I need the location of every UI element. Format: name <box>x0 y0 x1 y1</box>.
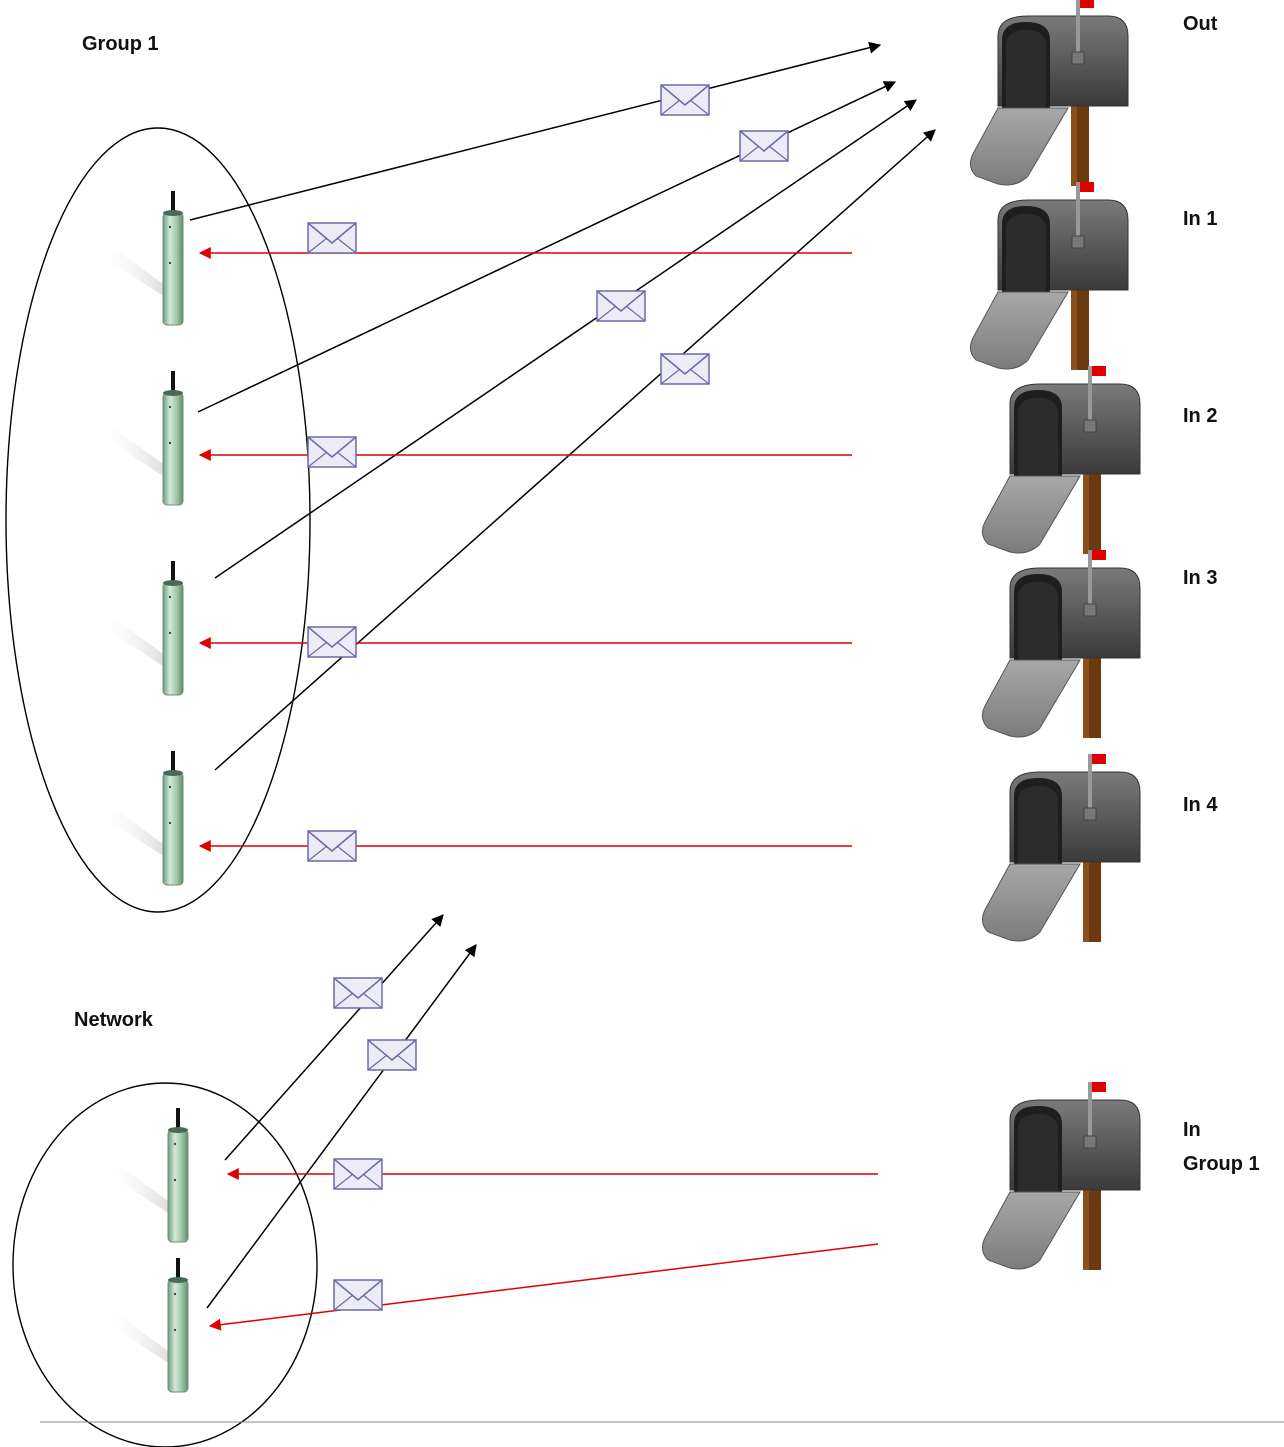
mailbox-in-group1-label-line1: In <box>1183 1119 1201 1141</box>
sensor-node-icon <box>96 370 184 506</box>
outgoing-arrow-2 <box>197 81 897 413</box>
mailbox-in3-label: In 3 <box>1183 567 1217 589</box>
sensor-node-icon <box>96 750 184 886</box>
envelope-icon <box>307 436 357 468</box>
sensor-node-icon <box>101 1107 189 1243</box>
envelope-icon <box>333 977 383 1009</box>
envelope-icon <box>307 830 357 862</box>
sensor-node-icon <box>96 190 184 326</box>
network-outgoing-arrow-1 <box>224 914 444 1161</box>
outgoing-arrow-4 <box>214 129 936 771</box>
mailbox-icon <box>981 549 1141 739</box>
envelope-icon <box>660 84 710 116</box>
mailbox-in-group1-label-line2: Group 1 <box>1183 1153 1260 1175</box>
mailbox-icon <box>981 1081 1141 1271</box>
mailbox-in1-label: In 1 <box>1183 208 1217 230</box>
mailbox-icon <box>981 753 1141 943</box>
network-label: Network <box>74 1009 154 1031</box>
mailbox-icon <box>969 0 1129 187</box>
outgoing-arrow-3 <box>214 99 917 579</box>
outgoing-arrow-1 <box>189 41 882 221</box>
envelope-icon <box>333 1279 383 1311</box>
sensor-node-icon <box>101 1257 189 1393</box>
mailbox-icon <box>981 365 1141 555</box>
mailbox-out-label: Out <box>1183 13 1218 35</box>
mailbox-in2-label: In 2 <box>1183 405 1217 427</box>
envelope-icon <box>367 1039 417 1071</box>
envelope-icon <box>307 626 357 658</box>
mailbox-in4-label: In 4 <box>1183 794 1218 816</box>
envelope-icon <box>660 353 710 385</box>
sensor-node-icon <box>96 560 184 696</box>
network-outline <box>12 1082 318 1447</box>
network-incoming-arrow-2 <box>208 1243 879 1331</box>
group1-label: Group 1 <box>82 33 159 55</box>
group1-outline <box>5 127 311 913</box>
network-outgoing-arrow-2 <box>206 944 477 1309</box>
envelope-icon <box>307 222 357 254</box>
mailbox-icon <box>969 181 1129 371</box>
envelope-icon <box>333 1158 383 1190</box>
envelope-icon <box>596 290 646 322</box>
envelope-icon <box>739 130 789 162</box>
